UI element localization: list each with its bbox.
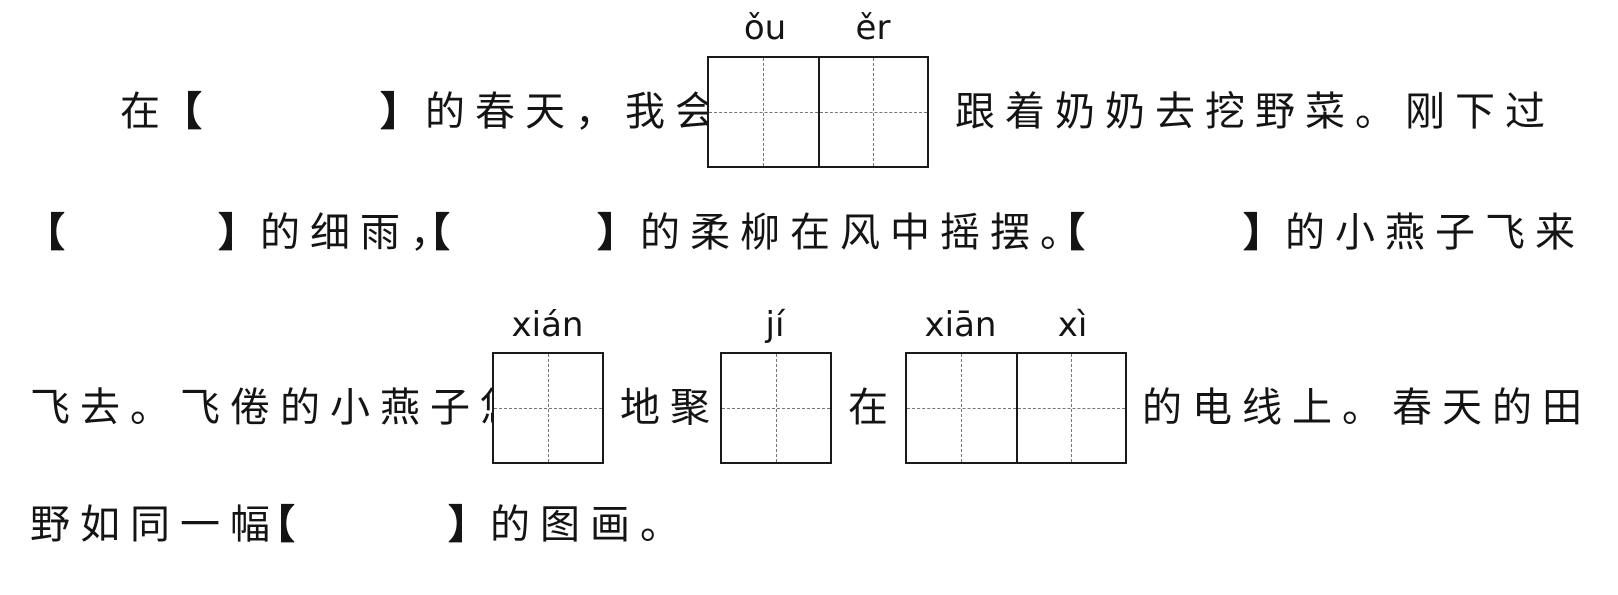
text-line2-b: 的柔柳在风中摇摆。 [640, 210, 1090, 256]
bracket-close-4: 】 [1243, 210, 1283, 256]
bracket-open-4: 【 [1045, 210, 1085, 256]
text-line3-d: 的电线上。春天的田 [1142, 385, 1592, 431]
bracket-close-5: 】 [448, 502, 488, 548]
bracket-close-3: 】 [597, 210, 637, 256]
blank-3[interactable] [452, 208, 612, 258]
pinyin-xi: xì [1057, 305, 1088, 345]
blank-5[interactable] [298, 500, 463, 550]
pinyin-er: ěr [855, 8, 891, 48]
bracket-open-2: 【 [25, 210, 65, 256]
tianzige-cell[interactable] [722, 354, 830, 462]
pinyin-ou: ǒu [743, 8, 787, 48]
tianzige-cell[interactable] [709, 58, 818, 166]
pinyin-ji: jí [765, 305, 785, 345]
bracket-open-3: 【 [410, 210, 450, 256]
bracket-close-2: 】 [218, 210, 258, 256]
tianzige-cell[interactable] [1015, 354, 1126, 462]
text-line2-a: 的细雨， [260, 210, 460, 256]
tianzige-xian-idle[interactable] [492, 352, 604, 464]
text-line1-start: 在 [120, 89, 170, 135]
pinyin-xian-fresh: xiān [924, 305, 997, 345]
blank-1[interactable] [205, 87, 395, 137]
text-line3-a: 飞去。飞倦的小燕子悠 [30, 385, 530, 431]
bracket-open-1: 【 [162, 89, 202, 135]
pinyin-xian-idle: xián [511, 305, 584, 345]
tianzige-ji[interactable] [720, 352, 832, 464]
bracket-open-5: 【 [255, 502, 295, 548]
blank-4[interactable] [1088, 208, 1258, 258]
text-line4-a: 野如同一幅 [30, 502, 280, 548]
tianzige-cell[interactable] [817, 58, 928, 166]
text-line3-c: 在 [848, 385, 898, 431]
text-line4-b: 的图画。 [490, 502, 690, 548]
tianzige-ouer[interactable] [707, 56, 929, 168]
text-line1-mid: 的春天，我会 [425, 89, 725, 135]
tianzige-cell[interactable] [907, 354, 1016, 462]
bracket-close-1: 】 [380, 89, 420, 135]
text-line3-b: 地聚 [620, 385, 720, 431]
text-line1-end: 跟着奶奶去挖野菜。刚下过 [955, 89, 1555, 135]
blank-2[interactable] [68, 208, 233, 258]
tianzige-xianxi[interactable] [905, 352, 1127, 464]
text-line2-c: 的小燕子飞来 [1285, 210, 1585, 256]
tianzige-cell[interactable] [494, 354, 602, 462]
